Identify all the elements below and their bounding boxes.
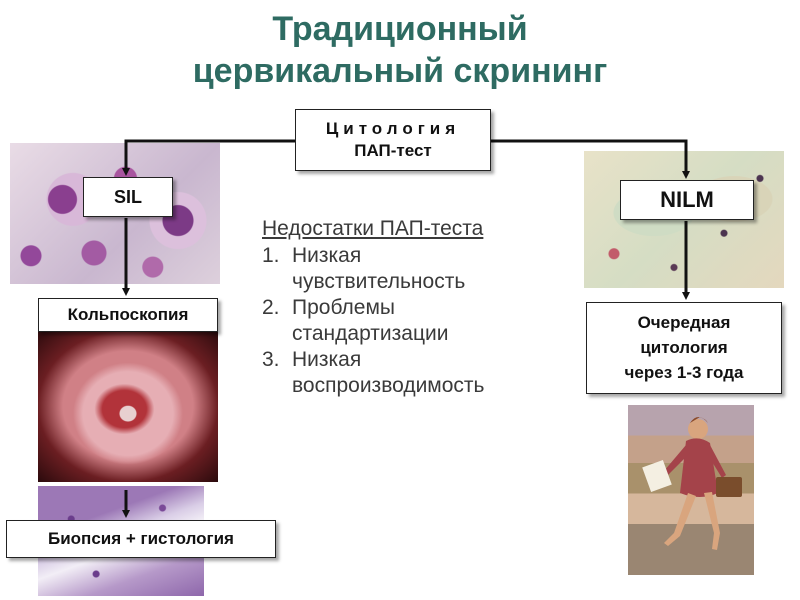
cytology-label: Цитология [296,118,490,140]
biopsy-histology-box: Биопсия + гистология [6,520,276,558]
list-item-number: 2. [262,295,280,321]
cytology-pap-test-box: Цитология ПАП-тест [295,109,491,171]
pap-test-drawbacks: Недостатки ПАП-теста 1. Низкая чувствите… [262,216,572,399]
list-item-line-2: чувствительность [292,269,572,295]
list-item-line-1: Низкая [292,243,572,269]
colposcopy-box: Кольпоскопия [38,298,218,332]
sil-box: SIL [83,177,173,217]
list-item-number: 1. [262,243,280,269]
drawbacks-list: 1. Низкая чувствительность 2. Проблемы с… [262,243,572,399]
list-item-number: 3. [262,347,280,373]
list-item: 2. Проблемы стандартизации [262,295,572,347]
list-item-line-1: Проблемы [292,295,572,321]
next-cytology-line-3: через 1-3 года [587,360,781,385]
pap-test-label: ПАП-тест [296,140,490,162]
next-cytology-line-2: цитология [587,335,781,360]
list-item: 3. Низкая воспроизводимость [262,347,572,399]
next-cytology-box: Очередная цитология через 1-3 года [586,302,782,394]
colposcopy-image [38,330,218,482]
list-item-line-2: воспроизводимость [292,373,572,399]
title-line-1: Традиционный [0,8,800,50]
title-line-2: цервикальный скрининг [0,50,800,92]
nilm-box: NILM [620,180,754,220]
walking-woman-icon [628,405,754,575]
list-item: 1. Низкая чувствительность [262,243,572,295]
drawbacks-heading: Недостатки ПАП-теста [262,216,572,242]
next-cytology-line-1: Очередная [587,310,781,335]
woman-illustration [628,405,754,575]
list-item-line-1: Низкая [292,347,572,373]
page-title: Традиционный цервикальный скрининг [0,8,800,92]
list-item-line-2: стандартизации [292,321,572,347]
